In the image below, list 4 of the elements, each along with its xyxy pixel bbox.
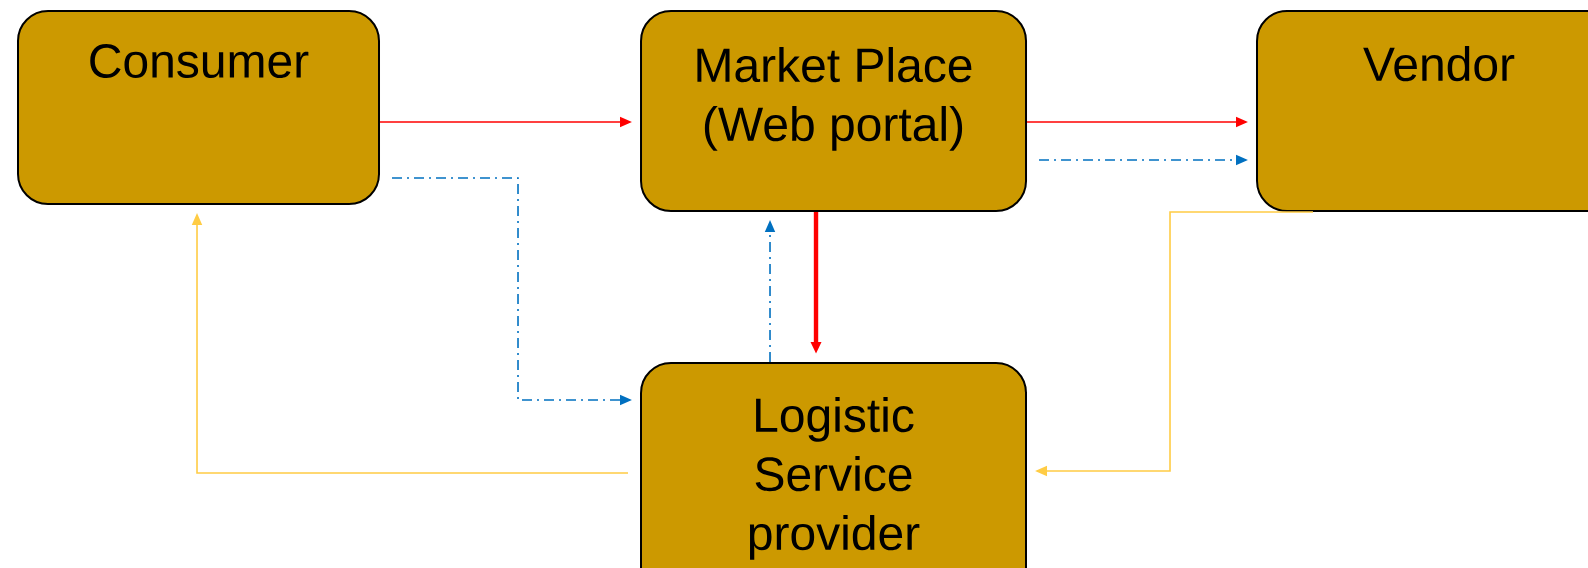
process-box: Market Place (Web portal) — [640, 10, 1027, 212]
process-box: Vendor — [1256, 10, 1588, 212]
process-box: Logistic Service provider — [640, 362, 1027, 568]
process-box: Consumer — [17, 10, 380, 205]
